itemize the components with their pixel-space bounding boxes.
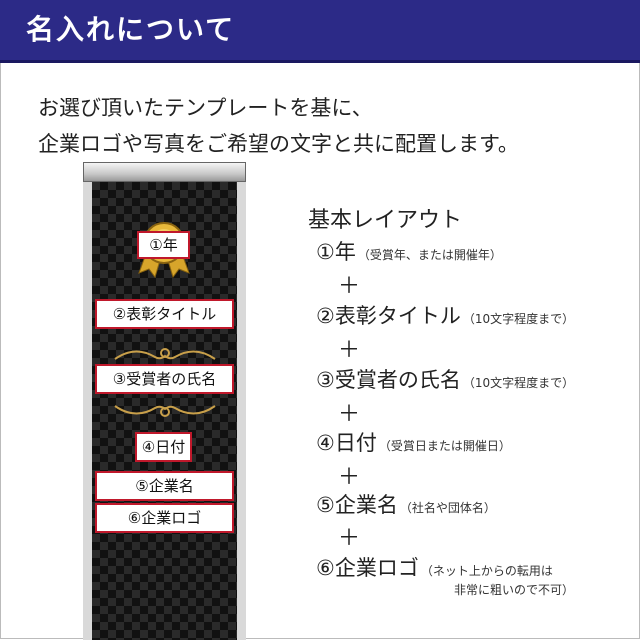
intro-line-1: お選び頂いたテンプレートを基に、	[38, 96, 373, 120]
page-title: 名入れについて	[26, 13, 236, 46]
layout-item-note: （社名や団体名）	[399, 501, 496, 515]
ornament-bottom-icon	[114, 405, 216, 417]
layout-item-note: （ネット上からの転用は	[420, 564, 553, 578]
tag-year: ①年	[137, 231, 190, 259]
layout-item-label: ⑥企業ロゴ	[316, 556, 419, 580]
layout-item-date: ④日付（受賞日または開催日）	[316, 427, 511, 457]
ornament-top-icon	[114, 348, 216, 360]
tag-award-title: ②表彰タイトル	[95, 299, 234, 329]
tag-date: ④日付	[135, 432, 192, 462]
layout-item-note: （受賞年、または開催年）	[357, 248, 502, 262]
layout-item-year: ①年（受賞年、または開催年）	[316, 236, 502, 266]
layout-title: 基本レイアウト	[308, 208, 463, 233]
tag-company-logo: ⑥企業ロゴ	[95, 503, 234, 533]
plus-sign: ＋	[338, 274, 361, 299]
plus-sign: ＋	[338, 402, 361, 427]
header-bar: 名入れについて	[0, 0, 640, 63]
intro-text: お選び頂いたテンプレートを基に、 企業ロゴや写真をご希望の文字と共に配置します。	[38, 90, 618, 162]
layout-item-label: ④日付	[316, 431, 377, 455]
layout-item-logo: ⑥企業ロゴ（ネット上からの転用は	[316, 552, 553, 582]
layout-item-label: ②表彰タイトル	[316, 304, 461, 328]
layout-item-note-line-2: 非常に粗いので不可）	[454, 583, 575, 597]
layout-item-company: ⑤企業名（社名や団体名）	[316, 489, 496, 519]
layout-item-note: （10文字程度まで）	[462, 312, 575, 326]
layout-item-label: ⑤企業名	[316, 493, 398, 517]
banner-top-bar	[83, 162, 246, 182]
layout-item-award-title: ②表彰タイトル（10文字程度まで）	[316, 300, 574, 330]
plus-sign: ＋	[338, 338, 361, 363]
intro-line-2: 企業ロゴや写真をご希望の文字と共に配置します。	[38, 132, 519, 156]
layout-item-label: ③受賞者の氏名	[316, 368, 461, 392]
layout-item-label: ①年	[316, 240, 356, 264]
layout-item-note: （受賞日または開催日）	[378, 439, 511, 453]
tag-recipient-name: ③受賞者の氏名	[95, 364, 234, 394]
layout-item-recipient: ③受賞者の氏名（10文字程度まで）	[316, 364, 574, 394]
layout-item-note: （10文字程度まで）	[462, 376, 575, 390]
plus-sign: ＋	[338, 526, 361, 551]
plus-sign: ＋	[338, 465, 361, 490]
tag-company-name: ⑤企業名	[95, 471, 234, 501]
